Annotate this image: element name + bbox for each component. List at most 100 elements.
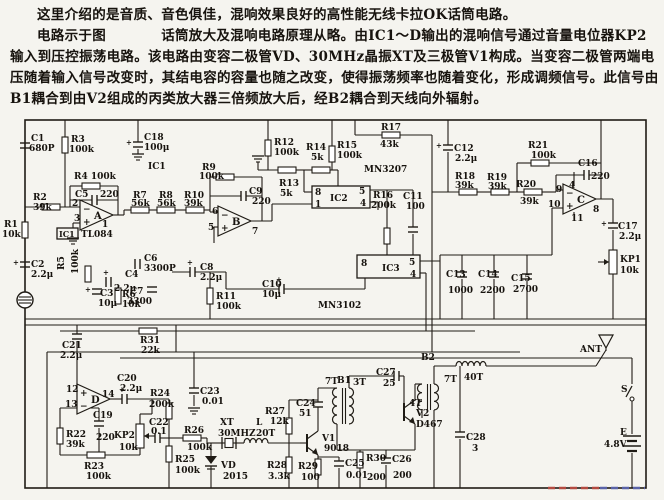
- component-label: 0.01: [346, 471, 368, 481]
- component-label: 12: [66, 385, 79, 395]
- component-label: 100k: [274, 148, 300, 158]
- component-label: S: [621, 385, 628, 395]
- capacitor: [455, 431, 465, 438]
- component-label: 10k: [122, 300, 142, 310]
- switch: [625, 385, 635, 402]
- capacitor: [20, 142, 30, 149]
- component-label: 7: [252, 227, 258, 237]
- component-label: C13: [446, 270, 466, 280]
- component-label: 39k: [488, 182, 508, 192]
- component-label: 0.1: [151, 427, 167, 437]
- resistor: [277, 166, 297, 174]
- component-label: IC1: [148, 162, 166, 172]
- component-label: C19: [93, 411, 113, 421]
- component-label: 0.01: [202, 397, 224, 407]
- component-label: KP2: [114, 431, 135, 441]
- component-label: 10: [548, 200, 561, 210]
- inductor: [243, 437, 269, 444]
- component-label: C16: [578, 159, 598, 169]
- component-label: 56k: [157, 199, 177, 209]
- component-label: 22k: [141, 346, 161, 356]
- capacitor: [313, 401, 323, 408]
- resistor: [81, 182, 101, 190]
- component-label: 39k: [184, 199, 204, 209]
- component-label: R1: [4, 220, 18, 230]
- component-label: C2: [31, 260, 44, 270]
- component-label: VD: [220, 461, 236, 471]
- component-label: 100k: [531, 151, 557, 161]
- component-label: 56k: [131, 199, 151, 209]
- svg-text:−: −: [566, 189, 574, 199]
- component-label: R3: [71, 135, 85, 145]
- battery: [623, 435, 641, 453]
- component-label: 1000: [448, 286, 473, 296]
- component-label: 100k: [86, 472, 112, 482]
- resistor: [285, 456, 293, 474]
- electrolytic-capacitor: +: [119, 385, 128, 404]
- component-label: C17: [618, 222, 638, 232]
- component-label: 3T: [353, 378, 366, 388]
- component-label: R31: [140, 336, 160, 346]
- transistor: [403, 399, 416, 425]
- component-label: 14: [102, 390, 115, 400]
- component-label: 200: [367, 473, 386, 483]
- capacitor: [334, 460, 344, 467]
- electrolytic-capacitor: +: [601, 219, 618, 229]
- component-label: C18: [144, 133, 164, 143]
- component-label: R5: [57, 256, 67, 270]
- resistor: [21, 221, 29, 239]
- component-label: C26: [392, 455, 412, 465]
- svg-text:+: +: [103, 268, 109, 277]
- component-label: C28: [466, 433, 486, 443]
- component-label: R4 100k: [74, 172, 117, 182]
- component-label: C10: [262, 280, 282, 290]
- component-label: R15: [337, 141, 357, 151]
- component-label: 5: [409, 258, 415, 268]
- component-label: 43k: [380, 140, 400, 150]
- component-label: 25: [383, 379, 396, 389]
- svg-text:−: −: [80, 402, 88, 412]
- opamp: −+A: [79, 199, 115, 231]
- component-label: 2.2μ: [455, 154, 478, 164]
- component-label: 39k: [455, 181, 475, 191]
- component-label: 7T: [444, 375, 457, 385]
- component-label: 3300: [127, 297, 152, 307]
- component-label: 5k: [311, 153, 324, 163]
- microphone-icon: [16, 291, 34, 309]
- component-label: V2: [415, 409, 429, 419]
- capacitor: [134, 259, 141, 269]
- component-label: 100: [406, 202, 425, 212]
- component-label: 100k: [175, 466, 201, 476]
- component-label: 2.2μ: [619, 232, 642, 242]
- opamp: −+C: [562, 183, 598, 215]
- ground-icon: [67, 237, 79, 245]
- svg-text:+: +: [566, 202, 574, 212]
- resistor: [206, 287, 214, 305]
- component-label: C8: [200, 263, 213, 273]
- component-label: V1: [321, 434, 335, 444]
- component-label: C20: [117, 374, 137, 384]
- resistor: [490, 188, 510, 196]
- svg-text:+: +: [126, 138, 132, 147]
- component-label: 5k: [280, 189, 293, 199]
- component-label: C23: [200, 387, 220, 397]
- component-label: 2.2μ: [60, 351, 83, 361]
- resistor: [285, 417, 293, 435]
- component-label: 1: [315, 200, 321, 210]
- component-label: R17: [381, 123, 401, 133]
- transformer: [416, 383, 440, 411]
- component-label: 100k: [216, 302, 242, 312]
- component-label: 9018: [324, 444, 349, 454]
- component-label: 8: [593, 205, 599, 215]
- component-label: 10μ: [262, 290, 282, 300]
- component-label: E: [620, 428, 627, 438]
- svg-text:+: +: [187, 258, 193, 267]
- component-label: R6: [122, 290, 136, 300]
- component-label: L: [256, 418, 263, 428]
- resistor: [138, 327, 158, 335]
- component-label: B2: [421, 353, 435, 363]
- component-label: C4: [125, 270, 138, 280]
- component-label: 10k: [2, 230, 22, 240]
- component-label: R7: [133, 191, 147, 201]
